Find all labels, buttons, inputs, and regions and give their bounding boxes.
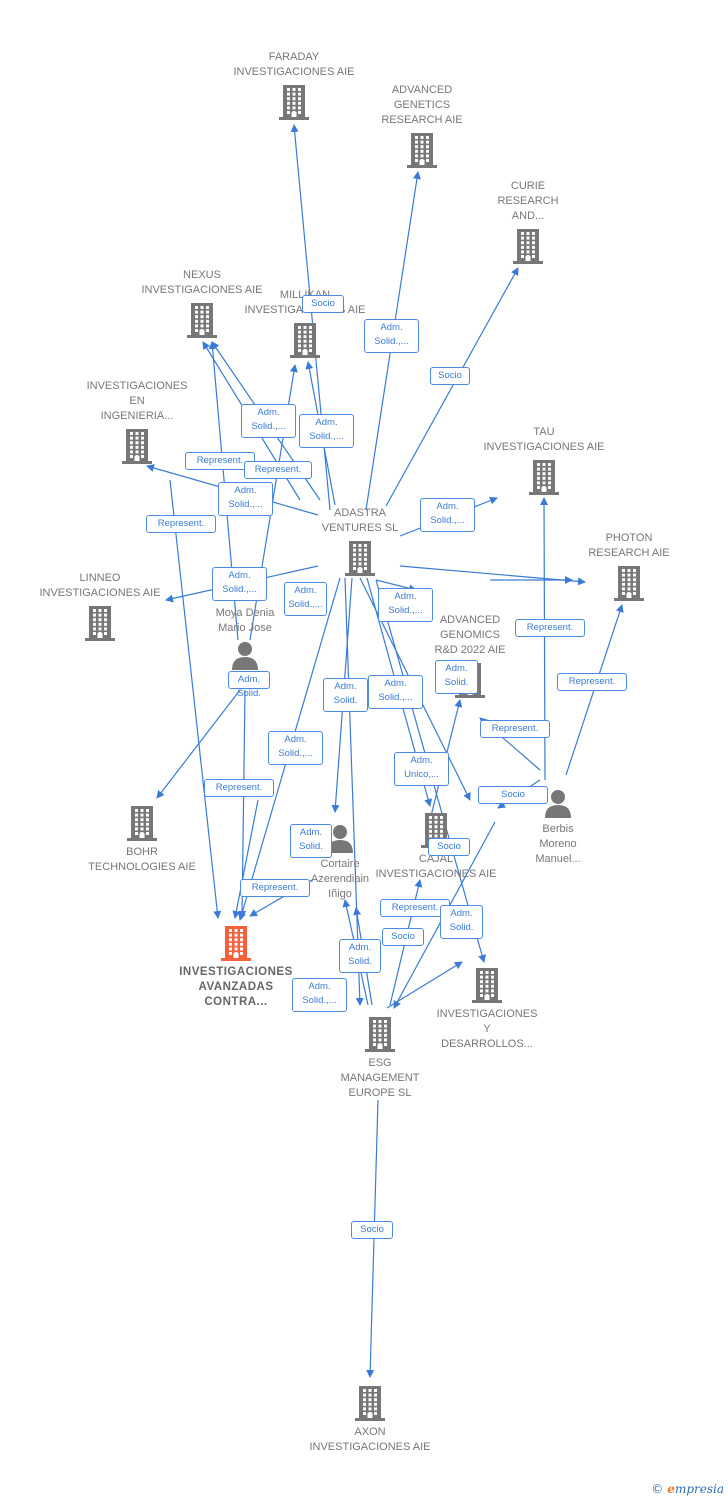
edge-line [344,577,364,1006]
node-label: Berbis Moreno Manuel... [535,823,581,865]
node-label: ADASTRA VENTURES SL [321,507,399,534]
edge-label[interactable]: Adm. Solid. [339,939,381,973]
node-curie[interactable]: CURIE RESEARCH AND... [448,179,608,264]
edge-label[interactable]: Represent. [515,619,585,637]
node-faraday[interactable]: FARADAY INVESTIGACIONES AIE [214,50,374,120]
building-icon [614,566,644,601]
building-icon [122,429,152,464]
node-linneo[interactable]: LINNEO INVESTIGACIONES AIE [20,571,180,641]
edge-label[interactable]: Adm. Unico,... [394,752,449,786]
node-label: TAU INVESTIGACIONES AIE [483,426,605,453]
node-label: Moya Denia Mario Jose [215,607,275,634]
edge-label[interactable]: Represent. [557,673,627,691]
building-icon [513,229,543,264]
node-axon[interactable]: AXON INVESTIGACIONES AIE [290,1385,450,1455]
edge-label[interactable]: Socio [430,367,470,385]
node-label: ADVANCED GENOMICS R&D 2022 AIE [434,614,506,656]
node-label: LINNEO INVESTIGACIONES AIE [39,572,161,599]
edge-label[interactable]: Adm. Solid. [323,678,368,712]
edge-label[interactable]: Represent. [244,461,312,479]
node-bohr[interactable]: BOHR TECHNOLOGIES AIE [62,805,222,875]
building-icon [279,85,309,120]
edge-label[interactable]: Adm. Solid.,... [420,498,475,532]
node-inv-desarrollos[interactable]: INVESTIGACIONES Y DESARROLLOS... [407,967,567,1052]
node-adastra[interactable]: ADASTRA VENTURES SL [280,506,440,576]
node-label: INVESTIGACIONES Y DESARROLLOS... [436,1008,538,1050]
node-photon[interactable]: PHOTON RESEARCH AIE [549,531,709,601]
edge-label[interactable]: Represent. [380,899,450,917]
edge-label[interactable]: Socio [478,786,548,804]
building-icon [407,133,437,168]
edge-label[interactable]: Adm. Solid.,... [378,588,433,622]
edge-line [169,479,222,919]
edge-label[interactable]: Adm. Solid. [290,824,332,858]
edge-line [232,799,259,919]
node-adv-genetics[interactable]: ADVANCED GENETICS RESEARCH AIE [342,83,502,168]
building-icon [529,460,559,495]
edge-label[interactable]: Represent. [204,779,274,797]
edge-label[interactable]: Socio [351,1221,393,1239]
edge-label[interactable]: Represent. [480,720,550,738]
node-label: ESG MANAGEMENT EUROPE SL [340,1057,420,1099]
edge-label[interactable]: Adm. Solid.,... [218,482,273,516]
edge-label[interactable]: Socio [302,295,344,313]
node-label: NEXUS INVESTIGACIONES AIE [141,269,263,296]
edge-label[interactable]: Adm. Solid.,... [299,414,354,448]
building-icon [365,1017,395,1052]
node-nexus[interactable]: NEXUS INVESTIGACIONES AIE [122,268,282,338]
building-icon [187,303,217,338]
node-inv-avanzadas[interactable]: INVESTIGACIONES AVANZADAS CONTRA... [156,925,316,1010]
building-icon [290,323,320,358]
person-icon [232,642,258,670]
building-icon [127,806,157,841]
building-icon [221,926,251,961]
node-label: CAJAL INVESTIGACIONES AIE [375,853,497,880]
node-label: BOHR TECHNOLOGIES AIE [88,846,196,873]
edge-label[interactable]: Represent. [185,452,255,470]
edge-label[interactable]: Adm. Solid. [435,660,478,694]
building-icon [85,606,115,641]
edge-label[interactable]: Adm. Solid.,... [212,567,267,601]
node-tau[interactable]: TAU INVESTIGACIONES AIE [464,425,624,495]
building-icon [355,1386,385,1421]
node-label: ADVANCED GENETICS RESEARCH AIE [381,84,463,126]
node-label: PHOTON RESEARCH AIE [588,532,670,559]
edge-label[interactable]: Adm. Solid.,... [292,978,347,1012]
edge-label[interactable]: Represent. [146,515,216,533]
edge-label[interactable]: Socio [382,928,424,946]
node-label: CURIE RESEARCH AND... [497,180,559,222]
node-millikan[interactable]: MILLIKAN INVESTIGACIONES AIE [225,288,385,358]
node-label: Cortaire Azerendiain Iñigo [310,858,370,900]
edge-label[interactable]: Adm. Solid.,... [364,319,419,353]
node-berbis[interactable]: Berbis Moreno Manuel... [478,788,638,867]
node-label: AXON INVESTIGACIONES AIE [309,1426,431,1453]
edge-label[interactable]: Adm. Solid.,... [241,404,296,438]
edge-line [399,565,586,586]
person-icon [545,790,571,818]
edge-label[interactable]: Adm. Solid.,... [268,731,323,765]
node-label: MILLIKAN INVESTIGACIONES AIE [244,289,366,316]
edge-line [385,267,519,507]
node-esg[interactable]: ESG MANAGEMENT EUROPE SL [300,1016,460,1101]
edge-label[interactable]: Adm. Solid. [440,905,483,939]
brand-logo: ©empresia [651,1482,724,1496]
edge-label[interactable]: Represent. [240,879,310,897]
node-label: FARADAY INVESTIGACIONES AIE [233,51,355,78]
building-icon [345,541,375,576]
edge-label[interactable]: Adm. Solid.,... [368,675,423,709]
node-label: INVESTIGACIONES EN INGENIERIA... [86,380,188,422]
node-moya[interactable]: Moya Denia Mario Jose [165,606,325,670]
node-cortaire[interactable]: Cortaire Azerendiain Iñigo [260,823,420,902]
edge-label[interactable]: Socio [428,838,470,856]
edge-label[interactable]: Adm. Solid.,... [284,582,327,616]
node-label: INVESTIGACIONES AVANZADAS CONTRA... [179,966,293,1008]
building-icon [472,968,502,1003]
edge-label[interactable]: Adm. Solid. [228,671,270,699]
node-inv-ingenieria[interactable]: INVESTIGACIONES EN INGENIERIA... [57,379,217,464]
person-icon [327,825,353,853]
